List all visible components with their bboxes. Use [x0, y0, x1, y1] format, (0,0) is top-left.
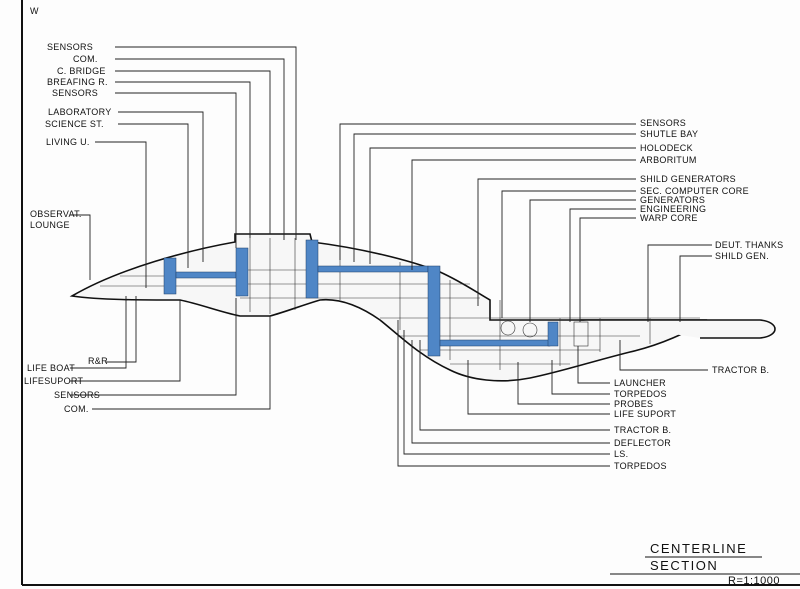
label-tractor-b-2: TRACTOR B.	[614, 425, 671, 435]
label-life-suport: LIFE SUPORT	[614, 409, 676, 419]
lift-shaft	[305, 239, 319, 299]
ship-hull	[69, 233, 776, 382]
labels-left-top: SENSORS COM. C. BRIDGE BREAFING R. SENSO…	[30, 42, 112, 230]
labels-right-top: SENSORS SHUTLE BAY HOLODECK ARBORITUM SH…	[640, 118, 783, 261]
scale-label: R=1:1000	[728, 575, 780, 587]
label-sensors: SENSORS	[47, 42, 93, 52]
lift-shaft	[427, 265, 441, 357]
label-c-bridge: C. BRIDGE	[57, 66, 106, 76]
reactor-circle	[522, 322, 538, 338]
label-probes: PROBES	[614, 399, 653, 409]
label-launcher: LAUNCHER	[614, 378, 666, 388]
corridor	[175, 271, 237, 279]
lift-shaft	[235, 247, 249, 297]
aft-hull	[580, 319, 776, 339]
label-sensors-2: SENSORS	[52, 88, 98, 98]
label-engineering: ENGINEERING	[640, 204, 706, 214]
hull-outline	[69, 233, 708, 382]
label-breafing-r: BREAFING R.	[47, 77, 108, 87]
label-r-and-r: R&R	[88, 356, 108, 366]
label-living-u: LIVING U.	[46, 137, 90, 147]
label-lounge: LOUNGE	[30, 220, 70, 230]
label-shutle-bay: SHUTLE BAY	[640, 129, 698, 139]
label-holodeck: HOLODECK	[640, 143, 693, 153]
reactor-circle	[500, 320, 516, 336]
label-torpedos: TORPEDOS	[614, 389, 667, 399]
leader-lines-left-bottom	[70, 296, 271, 410]
label-sensors-4: SENSORS	[640, 118, 686, 128]
label-torpedos-2: TORPEDOS	[614, 461, 667, 471]
labels-left-bottom: R&R LIFE BOAT LIFESUPORT SENSORS COM.	[24, 356, 108, 414]
turbolift-shafts	[163, 239, 559, 357]
title-line-2: SECTION	[650, 558, 718, 573]
leader-lines-left-top	[70, 46, 297, 288]
title-line-1: CENTERLINE	[650, 541, 747, 556]
leader-lines-right-bottom	[397, 320, 708, 467]
label-arboritum: ARBORITUM	[640, 155, 697, 165]
label-science-st: SCIENCE ST.	[45, 119, 104, 129]
label-shild-generators: SHILD GENERATORS	[640, 174, 736, 184]
label-deut-thanks: DEUT. THANKS	[715, 240, 783, 250]
label-sec-computer-core: SEC. COMPUTER CORE	[640, 186, 749, 196]
lift-shaft	[163, 257, 177, 295]
labels-right-bottom: TRACTOR B. LAUNCHER TORPEDOS PROBES LIFE…	[614, 365, 769, 471]
label-com: COM.	[73, 54, 98, 64]
label-generators: GENERATORS	[640, 195, 705, 205]
label-shild-gen: SHILD GEN.	[715, 251, 769, 261]
title-block: CENTERLINE SECTION R=1:1000	[610, 541, 800, 587]
corridor	[317, 265, 429, 273]
label-com-2: COM.	[64, 404, 89, 414]
label-observat: OBSERVAT.	[30, 209, 82, 219]
corner-mark: W	[30, 6, 39, 16]
warp-core-shape	[573, 321, 589, 347]
label-warp-core: WARP CORE	[640, 213, 698, 223]
label-lifesuport: LIFESUPORT	[24, 376, 84, 386]
label-life-boat: LIFE BOAT	[27, 363, 75, 373]
label-ls: LS.	[614, 449, 628, 459]
label-deflector: DEFLECTOR	[614, 438, 671, 448]
label-sensors-3: SENSORS	[54, 390, 100, 400]
label-laboratory: LABORATORY	[48, 107, 112, 117]
corridor	[439, 339, 551, 347]
leader-lines-right-top	[339, 123, 712, 322]
label-tractor-b: TRACTOR B.	[712, 365, 769, 375]
lift-shaft	[547, 321, 559, 347]
